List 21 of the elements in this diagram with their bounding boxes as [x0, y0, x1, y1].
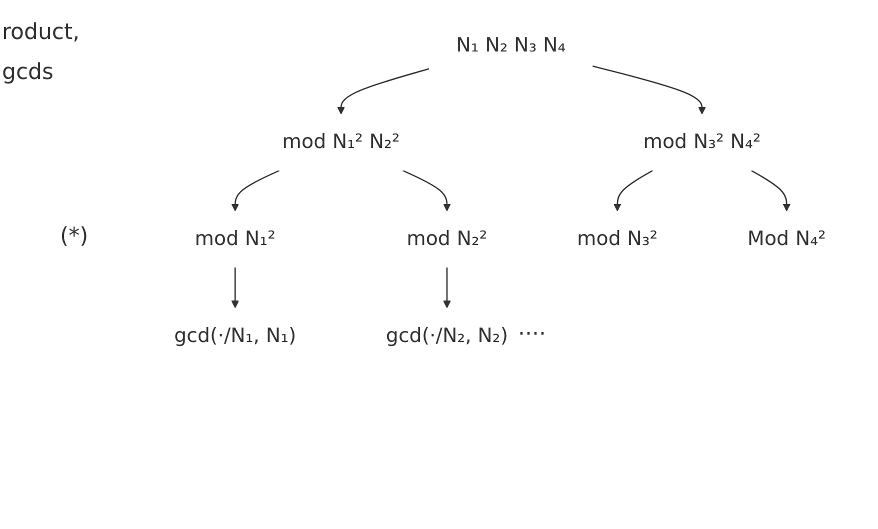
node-text: gcd(·/N₂, N₂)	[386, 324, 508, 348]
note-text: (*)	[60, 224, 88, 249]
node-text: mod N₃²	[577, 228, 658, 250]
arrow	[443, 267, 451, 308]
node-text: Mod N₄²	[747, 228, 826, 250]
arrow	[231, 267, 240, 308]
arrow	[337, 68, 430, 114]
arrow	[402, 170, 451, 212]
arrow	[751, 170, 791, 212]
node-text: mod N₃² N₄²	[643, 131, 761, 154]
node-text: N₁ N₂ N₃ N₄	[456, 34, 566, 57]
arrow	[613, 170, 653, 212]
node-text: gcd(·/N₁, N₁)	[174, 324, 296, 348]
note-text: gcds	[2, 60, 54, 85]
note-text: ····	[518, 322, 546, 347]
node-text: mod N₂²	[406, 228, 488, 250]
arrow	[231, 170, 280, 212]
note-text: roduct,	[2, 20, 80, 45]
arrow	[592, 65, 706, 114]
node-text: mod N₁²	[194, 228, 276, 250]
node-text: mod N₁² N₂²	[282, 131, 400, 154]
